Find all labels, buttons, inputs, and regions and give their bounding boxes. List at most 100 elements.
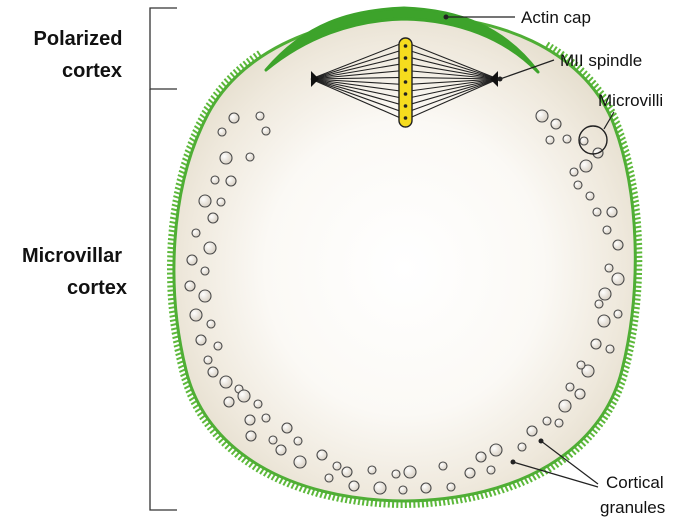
microvillus-icon <box>170 222 176 223</box>
microvillus-icon <box>254 53 258 58</box>
microvillus-icon <box>190 138 195 141</box>
microvillus-icon <box>245 460 249 465</box>
cortical-granule-icon <box>218 128 226 136</box>
cortical-granule-icon <box>204 356 212 364</box>
microvillus-icon <box>621 142 626 145</box>
microvillus-icon <box>173 196 179 198</box>
microvillus-icon <box>609 405 614 408</box>
microvillus-icon <box>440 500 441 506</box>
microvillus-icon <box>264 471 267 476</box>
microvillus-icon <box>210 429 215 433</box>
microvillus-icon <box>633 316 639 317</box>
cortical-granule-icon <box>262 127 270 135</box>
microvillus-icon <box>376 501 377 507</box>
microvillus-icon <box>427 501 428 507</box>
cortical-granule-icon <box>325 474 333 482</box>
cortical-granule-icon <box>566 383 574 391</box>
microvillus-icon <box>633 201 639 203</box>
microvillus-icon <box>595 426 600 430</box>
cortical-granule-icon <box>262 414 270 422</box>
microvillus-icon <box>630 337 636 339</box>
microvillus-icon <box>195 126 200 129</box>
cortical-granule-icon <box>294 456 306 468</box>
microvillus-icon <box>617 390 622 393</box>
microvillus-icon <box>618 386 623 389</box>
microvillus-icon <box>384 501 385 507</box>
microvillus-icon <box>598 423 603 427</box>
cortical-granule-icon <box>613 240 623 250</box>
microvillus-icon <box>185 150 190 153</box>
microvillus-icon <box>216 89 220 93</box>
microvillus-icon <box>497 489 499 495</box>
microvillus-icon <box>169 307 175 308</box>
microvillus-icon <box>171 209 177 211</box>
microvillus-icon <box>615 121 620 124</box>
microvillus-icon <box>181 374 186 377</box>
microvillus-icon <box>636 239 642 240</box>
microvillus-icon <box>627 162 632 165</box>
microvillus-icon <box>168 239 174 240</box>
microvillus-icon <box>253 465 257 470</box>
microvillus-icon <box>634 214 640 215</box>
microvillus-icon <box>358 499 359 505</box>
cortical-granule-icon <box>246 431 256 441</box>
microvillus-icon <box>634 209 640 211</box>
cortical-granule-icon <box>374 482 386 494</box>
cortical-granule-icon <box>333 462 341 470</box>
microvillus-icon <box>423 501 424 507</box>
microvillus-icon <box>176 183 182 185</box>
microvillus-icon <box>238 455 242 460</box>
microvillus-icon <box>198 412 203 416</box>
microvillus-icon <box>295 485 298 490</box>
microvillus-icon <box>227 76 231 80</box>
microvillus-icon <box>501 488 504 494</box>
microvillus-icon <box>195 409 200 412</box>
microvillus-icon <box>636 244 642 245</box>
microvillus-icon <box>489 491 491 497</box>
microvillus-icon <box>521 480 524 485</box>
microvillus-icon <box>631 184 637 186</box>
microvillus-icon <box>581 442 585 446</box>
microvillus-icon <box>341 497 343 503</box>
microvillus-icon <box>222 442 226 446</box>
microvillus-icon <box>628 345 634 347</box>
cortical-granule-icon <box>269 436 277 444</box>
cortical-granule-icon <box>192 229 200 237</box>
cortical-granule-icon <box>605 264 613 272</box>
microvillus-icon <box>632 324 638 325</box>
cortical-granule-icon <box>577 361 585 369</box>
microvillus-icon <box>631 333 637 335</box>
microvillus-icon <box>635 222 641 223</box>
microvillus-icon <box>287 482 290 487</box>
cortical-granule-icon <box>421 483 431 493</box>
cortical-granule-icon <box>614 310 622 318</box>
microvillus-icon <box>590 433 595 437</box>
microvillus-icon <box>555 463 559 468</box>
cortical-granule-icon <box>599 288 611 300</box>
microvillar-cortex-label-line1: Microvillar <box>22 245 122 267</box>
cortical-granule-icon <box>555 419 563 427</box>
microvillus-icon <box>169 230 175 231</box>
cortical-granule-icon <box>226 176 236 186</box>
microvillus-icon <box>179 171 185 173</box>
microvillus-icon <box>371 500 372 506</box>
microvillus-icon <box>587 436 592 440</box>
microvillus-icon <box>631 329 637 331</box>
cortical-granule-icon <box>574 181 582 189</box>
microvillus-icon <box>188 394 193 397</box>
cortical-granule-icon <box>603 226 611 234</box>
microvillus-icon <box>546 42 549 47</box>
cortical-granule-icon <box>214 342 222 350</box>
microvillus-icon <box>465 497 467 503</box>
microvillus-icon <box>635 218 641 219</box>
microvillus-icon <box>607 409 612 412</box>
cortical-granule-icon <box>591 339 601 349</box>
microvillus-icon <box>200 114 205 118</box>
microvillus-icon <box>589 77 593 81</box>
microvillus-icon <box>611 401 616 404</box>
microvillus-icon <box>633 312 639 313</box>
polarized-cortex-label-line2: cortex <box>62 60 122 82</box>
microvillus-icon <box>222 82 226 86</box>
microvillus-icon <box>329 494 331 500</box>
